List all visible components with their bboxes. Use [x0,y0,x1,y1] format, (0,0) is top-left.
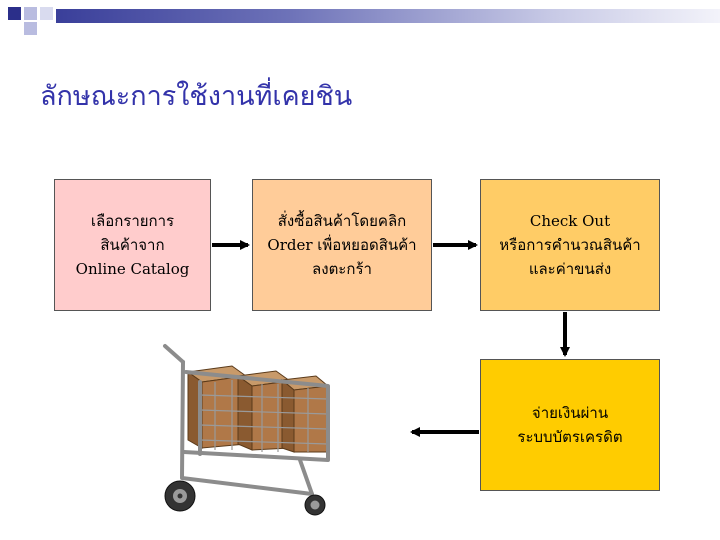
cart-wire-grid [199,380,329,452]
header-gradient-bar [56,9,720,23]
step-4-line-1: จ่ายเงินผ่าน [531,404,609,422]
header-square-light-3 [24,22,37,35]
step-1-line-1: เลือกรายการ [90,212,175,230]
header-square-light [24,7,37,20]
step-3-line-3: และค่าขนส่ง [528,260,612,278]
step-check-out: Check Out หรือการคำนวณสินค้า และค่าขนส่ง [480,179,660,311]
step-1-line-3: Online Catalog [75,260,190,278]
cart-frame [163,344,330,496]
step-pay-credit-card: จ่ายเงินผ่าน ระบบบัตรเครดิต [480,359,660,491]
slide-title: ลักษณะการใช้งานที่เคยชิน [40,81,353,112]
step-3-line-2: หรือการคำนวณสินค้า [499,236,641,254]
step-4-line-2: ระบบบัตรเครดิต [517,428,623,446]
step-2-line-1: สั่งซื้อสินค้าโดยคลิก [277,212,407,230]
header-square-light-2 [40,7,53,20]
header-square-dark [8,7,21,20]
step-2-line-2: Order เพื่อหยอดสินค้า [267,236,417,254]
step-order-to-cart: สั่งซื้อสินค้าโดยคลิก Order เพื่อหยอดสิน… [252,179,432,311]
cart-wheels [164,480,326,516]
step-select-items: เลือกรายการ สินค้าจาก Online Catalog [54,179,211,311]
step-2-line-3: ลงตะกร้า [312,260,372,278]
step-1-line-2: สินค้าจาก [100,236,165,254]
step-3-line-1: Check Out [529,212,611,230]
